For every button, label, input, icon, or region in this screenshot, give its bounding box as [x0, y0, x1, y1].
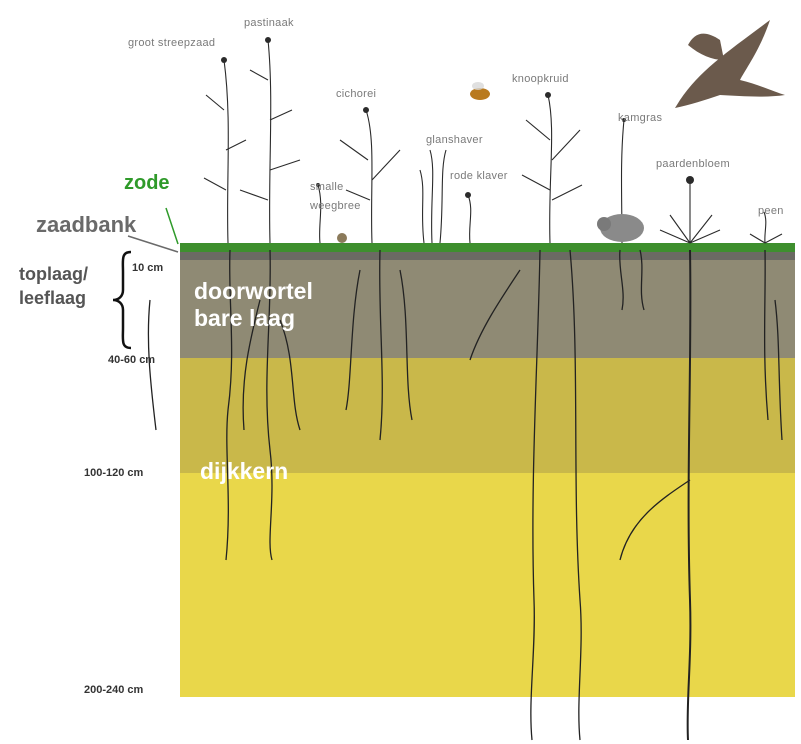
- plant-label-weegbree: weegbree: [310, 197, 361, 216]
- zaadbank-pointer-line: [128, 236, 178, 252]
- topsoil-label-line-1: toplaag/: [19, 262, 88, 286]
- topsoil-label: toplaag/ leeflaag: [19, 262, 88, 310]
- plant-label-paardenbloem: paardenbloem: [656, 158, 730, 170]
- root-layer-label-line-2: bare laag: [194, 305, 313, 332]
- plant-label-peen: peen: [758, 205, 784, 217]
- depth-label-10: 10 cm: [132, 262, 163, 274]
- snail-icon: [337, 233, 347, 243]
- zode-pointer-line: [166, 208, 178, 244]
- plant-label-kamgras: kamgras: [618, 112, 662, 124]
- depth-label-40-60: 40-60 cm: [108, 354, 155, 366]
- dike-core-label: dijkkern: [200, 458, 288, 485]
- bee-icon: [470, 82, 490, 100]
- sod-label: zode: [124, 172, 170, 195]
- bird-icon: [675, 20, 785, 108]
- plants: [204, 40, 782, 243]
- mouse-icon: [597, 214, 644, 242]
- root-layer-label-line-1: doorwortel: [194, 278, 313, 305]
- depth-label-100-120: 100-120 cm: [84, 467, 143, 479]
- plant-label-glanshaver: glanshaver: [426, 134, 483, 146]
- topsoil-label-line-2: leeflaag: [19, 286, 88, 310]
- plant-label-smalle-weegbree: smalle weegbree: [310, 178, 361, 216]
- root-layer-label: doorwortel bare laag: [194, 278, 313, 332]
- plant-label-knoopkruid: knoopkruid: [512, 73, 569, 85]
- plant-label-rode-klaver: rode klaver: [450, 170, 508, 182]
- plant-label-pastinaak: pastinaak: [244, 17, 294, 29]
- seedbank-label: zaadbank: [36, 212, 136, 238]
- plant-label-groot-streepzaad: groot streepzaad: [128, 37, 215, 49]
- plant-label-smalle: smalle: [310, 178, 361, 197]
- depth-label-200-240: 200-240 cm: [84, 684, 143, 696]
- plant-label-cichorei: cichorei: [336, 88, 376, 100]
